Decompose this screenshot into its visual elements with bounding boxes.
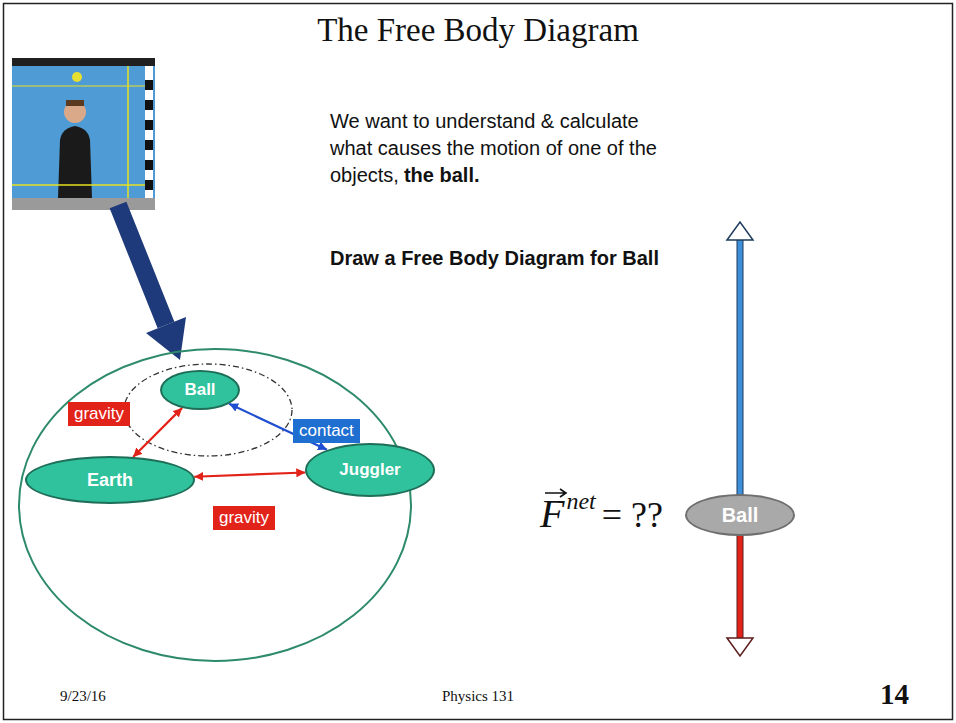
pointer-arrow <box>118 205 186 360</box>
node-label: Juggler <box>339 460 400 480</box>
node-label: Ball <box>184 380 215 400</box>
interaction-label: contact <box>293 419 360 443</box>
video-photo <box>12 58 155 210</box>
force-vectors <box>727 222 753 656</box>
instruction-text: Draw a Free Body Diagram for Ball <box>330 247 659 270</box>
object-ellipse: Juggler <box>305 443 435 497</box>
node-label: Ball <box>722 504 759 527</box>
course-footer: Physics 131 <box>0 688 956 705</box>
equation-rhs: = ?? <box>602 495 663 535</box>
vector-arrow <box>544 488 568 498</box>
object-boundary <box>124 364 292 456</box>
intro-sentence: We want to understand & calculate what c… <box>330 110 657 186</box>
node-label: Earth <box>87 470 133 491</box>
slide-number: 14 <box>880 678 909 711</box>
date-footer: 9/23/16 <box>60 688 106 705</box>
slide-title: The Free Body Diagram <box>0 12 956 49</box>
net-force-equation: Fnet = ?? <box>540 488 663 537</box>
interaction-arrow <box>133 408 182 457</box>
fbd-body: Ball <box>685 494 795 536</box>
object-ellipse: Ball <box>160 370 240 410</box>
force-symbol: F <box>540 490 564 537</box>
interaction-label: gravity <box>68 402 130 426</box>
interaction-arrow <box>194 472 305 476</box>
intro-text: We want to understand & calculate what c… <box>330 108 685 189</box>
object-ellipse: Earth <box>25 456 195 504</box>
system-boundary <box>19 349 411 661</box>
slide-frame <box>4 4 953 720</box>
interaction-label: gravity <box>213 506 275 530</box>
force-superscript: net <box>566 488 595 514</box>
intro-emphasis: the ball. <box>404 162 480 189</box>
